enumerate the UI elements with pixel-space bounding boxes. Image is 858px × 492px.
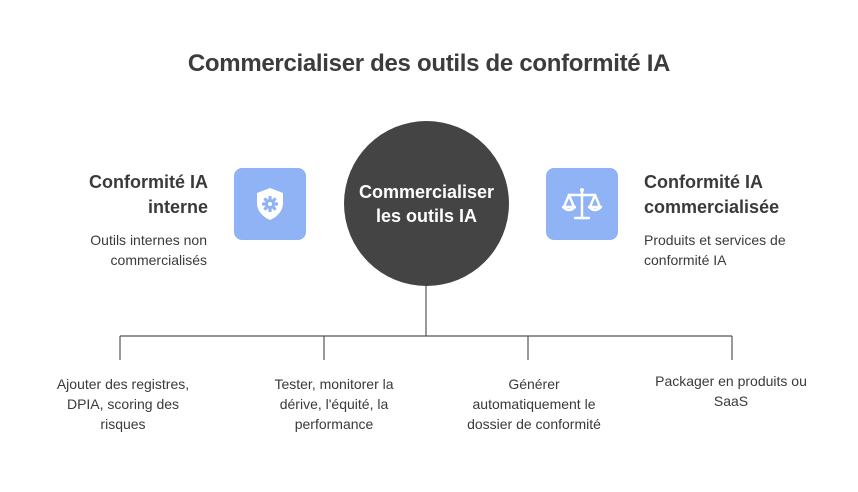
center-label: Commercialiser les outils IA — [358, 181, 495, 226]
right-description: Produits et services de conformité IA — [644, 232, 786, 268]
center-node: Commercialiser les outils IA — [344, 121, 509, 286]
diagram-title: Commercialiser des outils de conformité … — [187, 50, 671, 77]
right-title: Conformité IA commercialisée — [644, 172, 780, 217]
balance-scale-icon — [561, 188, 603, 220]
leaf-item-3: Générer automatiquement le dossier de co… — [467, 376, 601, 432]
left-icon-box — [234, 168, 306, 240]
left-title: Conformité IA interne — [89, 172, 208, 217]
shield-gear-icon — [257, 188, 283, 220]
leaf-item-4: Packager en produits ou SaaS — [655, 373, 807, 409]
leaf-item-1: Ajouter des registres, DPIA, scoring des… — [56, 376, 190, 432]
leaf-item-2: Tester, monitorer la dérive, l'équité, l… — [274, 376, 394, 432]
right-icon-box — [546, 168, 618, 240]
left-description: Outils internes non commercialisés — [90, 232, 207, 268]
